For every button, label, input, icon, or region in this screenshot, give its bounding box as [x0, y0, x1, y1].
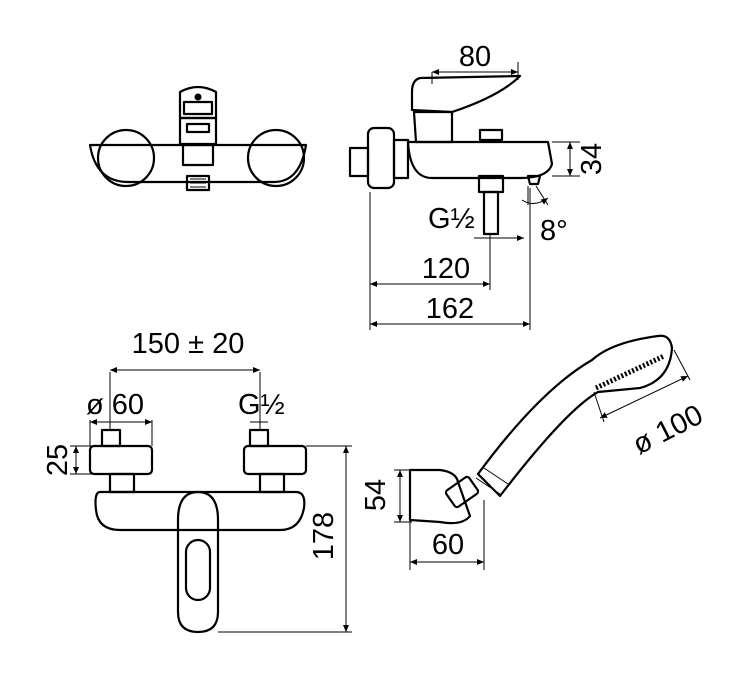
spout-tip — [526, 174, 542, 186]
side-view — [348, 74, 554, 236]
mixer-body — [88, 143, 308, 184]
left-nut — [108, 472, 136, 494]
right-escutcheon — [246, 128, 306, 188]
dim-178: 178 — [308, 512, 340, 560]
dim-dia-60: ø 60 — [86, 389, 144, 421]
dim-80: 80 — [459, 41, 491, 73]
diverter-knob — [185, 122, 211, 134]
side-escutcheon — [366, 126, 396, 190]
right-flange — [242, 444, 308, 476]
plan-lever — [176, 490, 220, 634]
left-escutcheon — [96, 128, 156, 188]
dim-holder-60: 60 — [432, 529, 464, 561]
plan-view — [88, 428, 308, 634]
shower-connector — [444, 475, 480, 509]
front-view — [88, 85, 308, 192]
inlet-fitting — [392, 138, 410, 180]
shower-handle — [476, 334, 674, 498]
right-nut — [258, 472, 286, 494]
dim-150-20: 150 ± 20 — [132, 328, 245, 360]
plan-body — [94, 490, 306, 532]
dim-34: 34 — [576, 143, 608, 175]
side-cartridge — [412, 110, 454, 144]
dim-outlet-thread: G½ — [428, 203, 475, 235]
side-lever — [410, 74, 522, 114]
dim-inlet-thread: G½ — [238, 389, 285, 421]
plan-lever-inner — [184, 538, 212, 602]
plan-dimensions: 150 ± 20 ø 60 G½ 25 178 — [42, 328, 352, 633]
shower-holder — [408, 468, 472, 525]
lever-cap — [182, 100, 214, 116]
side-diverter — [478, 128, 504, 142]
dim-54: 54 — [360, 479, 392, 511]
side-dimensions: 80 34 8° G½ 120 162 — [369, 41, 608, 330]
inlet-nut — [348, 146, 370, 178]
hose-connector — [185, 174, 211, 192]
spout-front — [181, 143, 215, 167]
side-body — [406, 140, 554, 180]
dim-8deg: 8° — [540, 215, 568, 247]
dim-162: 162 — [426, 293, 474, 325]
left-flange — [88, 444, 154, 476]
side-outlet-pipe — [482, 190, 500, 236]
right-inlet-stub — [248, 428, 270, 448]
shower-dimensions: 54 60 ø 100 — [360, 349, 709, 570]
dim-dia-100: ø 100 — [628, 399, 709, 461]
dim-25: 25 — [42, 444, 74, 476]
lever-handle — [178, 85, 218, 120]
left-inlet-stub — [100, 428, 122, 448]
dim-120: 120 — [422, 253, 470, 285]
indicator-dot — [194, 93, 202, 101]
